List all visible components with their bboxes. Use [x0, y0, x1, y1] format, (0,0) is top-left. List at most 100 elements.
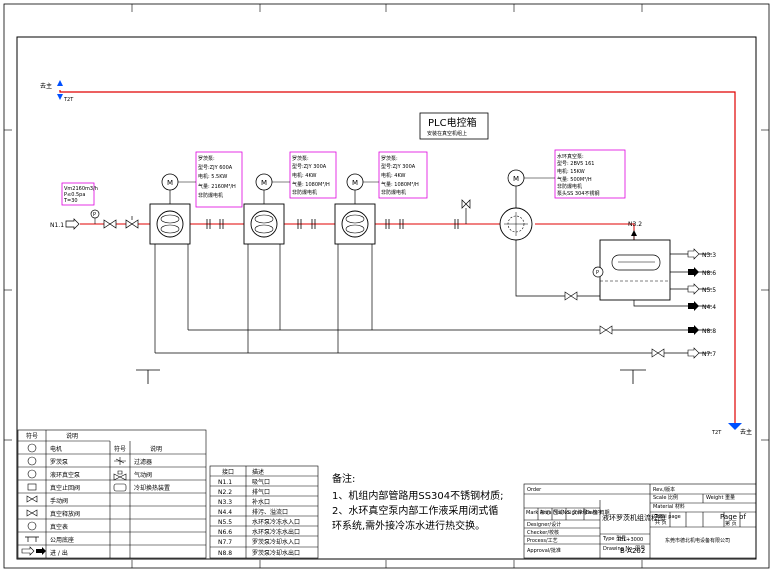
manual-valve-inlet[interactable]	[103, 219, 117, 229]
roots-pump-1[interactable]: 罗茨泵: 型号:ZJY 600A 电机: 5.5KW 气量: 2160M³/H …	[149, 151, 243, 245]
ports-header-code: 接口	[222, 468, 234, 476]
steam-bottom-marker: T2T 去主	[711, 423, 752, 436]
steam-top-code: T2T	[63, 97, 74, 103]
legend-header-desc-2: 说明	[150, 445, 162, 453]
in-out-arrow-icon-solid	[36, 547, 46, 555]
motor-icon	[27, 443, 37, 453]
port-desc: 排污、溢流口	[252, 508, 288, 516]
plc-subtitle: 安装在真空机组上	[427, 130, 467, 137]
outlet-n8-6: N8.6	[688, 267, 716, 277]
tb-type-value: TBL+3000	[616, 537, 643, 543]
manual-valve-icon	[26, 495, 38, 503]
title-block-content: Order Rev./版本 Scale 比例 Weight 重量 Materia…	[526, 486, 746, 555]
check-valve-inlet[interactable]	[125, 216, 139, 229]
outlet-arrows: N3.3 N8.6 N5.5 N4.4 N8.8 N7.7	[687, 248, 716, 359]
notes: 备注: 1、机组内部管路用SS304不锈钢材质; 2、水环真空泵内部工作液采用闭…	[332, 472, 504, 532]
tb-mini-area: Area 区域	[540, 509, 563, 516]
separator-tank[interactable]: P	[592, 239, 671, 301]
outlet-n3-3: N3.3	[687, 248, 716, 260]
legend-item-release-valve: 真空释放阀	[50, 510, 80, 518]
tb-drawing-no-label: Drawing No. 图号	[603, 546, 645, 552]
legend-item-in-out: 进 / 出	[50, 549, 68, 557]
plc-control-box[interactable]: PLC电控箱 安装在真空机组上	[419, 112, 489, 140]
inlet-code: N1.1	[50, 222, 64, 229]
roots-pump-3[interactable]: 罗茨泵: 型号:ZJY 300A 电机: 4KW 气量: 1080M³/H 非防…	[334, 151, 428, 245]
legend-item-gauge: 真空表	[50, 523, 68, 531]
tb-approval: Approval/批准	[527, 547, 561, 554]
tb-weight: Weight 重量	[706, 494, 735, 501]
tb-mini-date: Date 日期	[586, 510, 610, 516]
legend-item-pneumatic-valve: 气动阀	[134, 471, 152, 479]
roots-1-line-3: 电机: 5.5KW	[198, 173, 227, 180]
tank-top-outlet: N3.2	[628, 221, 642, 240]
svg-text:N8.8: N8.8	[702, 328, 716, 335]
legend-item-base: 公用底座	[50, 536, 74, 544]
lrp-line-1: 水环真空泵:	[557, 153, 584, 160]
motor-label: M	[167, 179, 173, 187]
roots-3-line-4: 气量: 1080M³/H	[381, 181, 419, 188]
port-desc: 水环泵冷冻水入口	[252, 518, 300, 526]
port-code: N7.7	[218, 539, 232, 546]
svg-text:N5.5: N5.5	[702, 287, 716, 294]
pneumatic-valve-icon	[113, 470, 127, 481]
port-code: N6.6	[218, 529, 232, 536]
roots-1-line-1: 罗茨泵:	[198, 155, 215, 162]
motor-label: M	[513, 175, 519, 183]
line-valves[interactable]	[564, 291, 665, 358]
common-base	[136, 369, 646, 384]
outlet-n7-7: N7.7	[687, 347, 716, 359]
release-valve[interactable]	[461, 199, 471, 224]
roots-pump-icon	[250, 210, 278, 238]
motor-label: M	[352, 179, 358, 187]
vacuum-gauge-icon	[27, 521, 37, 531]
tb-drawing-no: B-A202	[620, 547, 645, 555]
tb-company: 东莞市德北机电设备有限公司	[665, 537, 730, 544]
svg-text:P: P	[596, 270, 599, 276]
port-desc: 罗茨泵冷却水入口	[252, 538, 300, 546]
legend-table	[17, 429, 207, 559]
tb-page-of-cn: 第 页	[725, 520, 737, 527]
roots-1-line-5: 非防爆电机	[198, 192, 223, 199]
inlet-spec-3: T=30	[63, 198, 78, 204]
legend-header-symbol-2: 符号	[114, 445, 126, 453]
svg-text:N8.6: N8.6	[702, 270, 716, 277]
outlet-n8-8: N8.8	[688, 325, 716, 335]
tb-material: Material 材料	[653, 503, 685, 510]
steam-top-label: 去主	[40, 82, 52, 90]
roots-3-line-5: 非防爆电机	[381, 189, 406, 196]
outlet-n4-4: N4.4	[688, 301, 716, 311]
legend-item-liquid-ring: 液环真空泵	[50, 471, 80, 479]
roots-2-line-5: 非防爆电机	[292, 189, 317, 196]
steam-top-marker: 去主 T2T	[40, 80, 74, 103]
lrp-line-5: 非防爆电机	[557, 183, 582, 190]
legend-item-roots-pump: 罗茨泵	[50, 458, 68, 466]
vacuum-gauge-inlet[interactable]: P	[90, 209, 100, 224]
tb-mini-file: Fils No. 文件号	[553, 509, 587, 516]
liquid-ring-pump[interactable]: 水环真空泵: 型号: 2BV5 161 电机: 15KW 气量: 500M³/H…	[499, 149, 626, 241]
tb-mini-mark: Mark 标记	[526, 509, 550, 516]
liquid-ring-pump-icon	[27, 469, 37, 479]
legend-item-manual-valve: 手动阀	[50, 497, 68, 505]
port-code: N2.2	[218, 489, 232, 496]
ports-content: 接口 描述 N1.1 吸气口 N2.2 排气口 N3.3 补水口 N4.4 排污…	[218, 468, 300, 557]
plc-title: PLC电控箱	[428, 116, 477, 129]
lrp-line-2: 型号: 2BV5 161	[557, 160, 594, 167]
lrp-line-6: 泵头SS 304不锈钢	[557, 190, 599, 197]
svg-text:N3.3: N3.3	[702, 252, 716, 259]
svg-text:N4.4: N4.4	[702, 304, 716, 311]
inlet-spec-box: Vm2160m3/h P≤0.5pa T=30	[61, 182, 98, 206]
legend-content: 符号 说明 符号 说明 电机 罗茨泵 液环真空泵 真空止回阀 手动阀 真空释放阀…	[21, 432, 170, 557]
legend-header-desc: 说明	[66, 432, 78, 440]
motor-label: M	[261, 179, 267, 187]
tb-page-of: Page of	[720, 513, 746, 521]
roots-2-line-2: 型号:ZJY 300A	[292, 163, 327, 170]
port-desc: 罗茨泵冷却水出口	[252, 549, 300, 557]
tb-order: Order	[527, 487, 542, 493]
inner-frame	[16, 36, 757, 560]
outlet-n5-5: N5.5	[687, 283, 716, 295]
roots-pump-2[interactable]: 罗茨泵: 型号:ZJY 300A 电机: 4KW 气量: 1080M³/H 非防…	[243, 151, 337, 245]
steam-bottom-code: T2T	[711, 430, 722, 436]
port-code: N5.5	[218, 519, 232, 526]
port-code: N1.1	[218, 479, 232, 486]
